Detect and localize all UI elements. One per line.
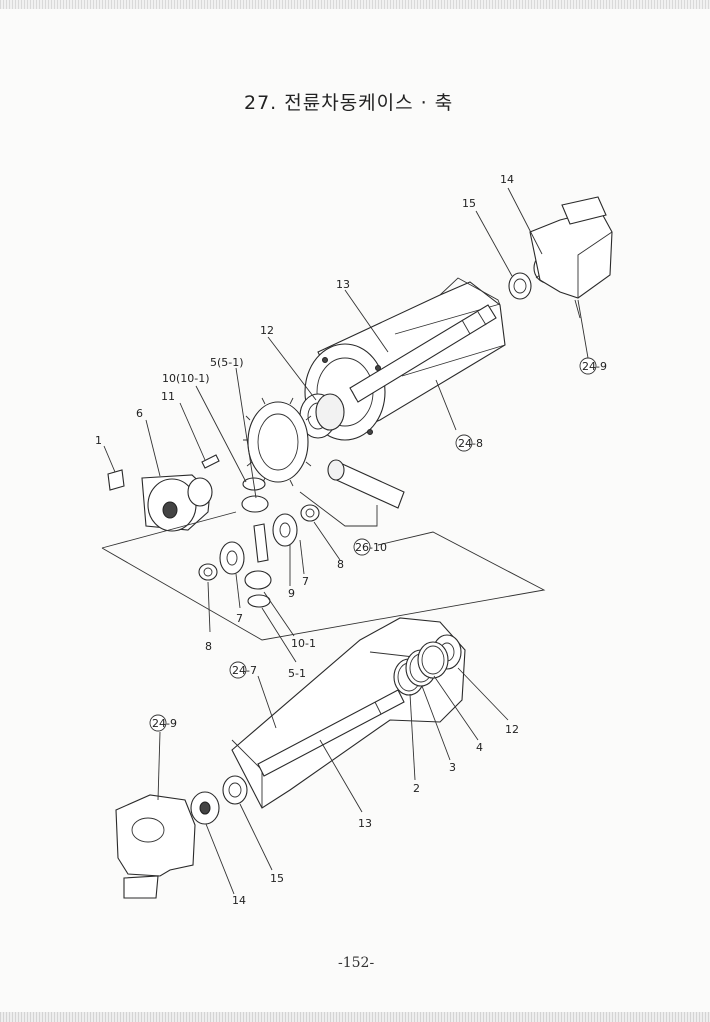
ring-gear xyxy=(243,397,312,487)
callout-13-upper: 13 xyxy=(336,278,350,291)
svg-text:24-7: 24-7 xyxy=(232,664,257,677)
callout-7-left: 7 xyxy=(236,612,243,625)
side-gear-7a xyxy=(272,513,298,547)
callout-12-upper: 12 xyxy=(260,324,274,337)
washer-8b xyxy=(198,563,218,581)
callout-3: 3 xyxy=(449,761,456,774)
upper-axle-shaft xyxy=(349,304,497,403)
callout-8-left: 8 xyxy=(205,640,212,653)
bolt-1 xyxy=(107,469,125,491)
svg-text:24-9: 24-9 xyxy=(582,360,607,373)
callout-4: 4 xyxy=(476,741,483,754)
svg-text:24-8: 24-8 xyxy=(458,437,483,450)
leader-lines xyxy=(103,187,589,895)
callout-5: 5(5-1) xyxy=(210,356,244,369)
lower-kingpin-housing xyxy=(115,794,196,899)
side-gear-7b xyxy=(219,541,245,575)
callout-24-7: 24-7 xyxy=(229,661,257,679)
callout-labels: 1 6 11 10(10-1) 5(5-1) 12 13 14 15 24-9 … xyxy=(95,173,607,907)
page-title: 27. 전륜차동케이스 · 축 xyxy=(244,92,454,114)
pinion-shaft-9 xyxy=(253,523,269,563)
callout-7-right: 7 xyxy=(302,575,309,588)
shim-4 xyxy=(417,641,449,679)
callout-14-lower: 14 xyxy=(232,894,246,907)
differential-case xyxy=(141,474,213,532)
lower-bevel-gear xyxy=(190,791,220,825)
pinion-gear-9a xyxy=(241,495,269,513)
lower-end-bearing xyxy=(222,775,248,805)
callout-5-1: 5-1 xyxy=(288,667,306,680)
svg-text:24-9: 24-9 xyxy=(152,717,177,730)
pinion-gear-9b xyxy=(244,570,272,590)
callout-24-9-upper: 24-9 xyxy=(579,357,607,375)
drive-pinion-shaft xyxy=(327,459,405,509)
callout-13-lower: 13 xyxy=(358,817,372,830)
washer-5-1 xyxy=(247,594,271,608)
callout-10-1: 10-1 xyxy=(291,637,316,650)
callout-15-lower: 15 xyxy=(270,872,284,885)
scan-edge-top xyxy=(0,0,710,9)
callout-11: 11 xyxy=(161,390,175,403)
upper-kingpin-housing xyxy=(529,196,613,319)
callout-6: 6 xyxy=(136,407,143,420)
callout-10: 10(10-1) xyxy=(162,372,210,385)
svg-text:26-10: 26-10 xyxy=(355,541,387,554)
page-number: -152- xyxy=(338,955,375,971)
callout-24-8: 24-8 xyxy=(455,434,483,452)
washer-8a xyxy=(300,504,320,522)
callout-14-upper: 14 xyxy=(500,173,514,186)
pin-11 xyxy=(201,454,220,469)
callout-12-lower: 12 xyxy=(505,723,519,736)
upper-end-bearing xyxy=(508,272,532,300)
callout-9: 9 xyxy=(288,587,295,600)
callout-24-9-lower: 24-9 xyxy=(149,714,177,732)
lower-axle-shaft xyxy=(257,689,405,777)
callout-26-10: 26-10 xyxy=(353,538,387,556)
callout-1: 1 xyxy=(95,434,102,447)
callout-15-upper: 15 xyxy=(462,197,476,210)
callout-2: 2 xyxy=(413,782,420,795)
scan-edge-bottom xyxy=(0,1012,710,1022)
callout-8-right: 8 xyxy=(337,558,344,571)
